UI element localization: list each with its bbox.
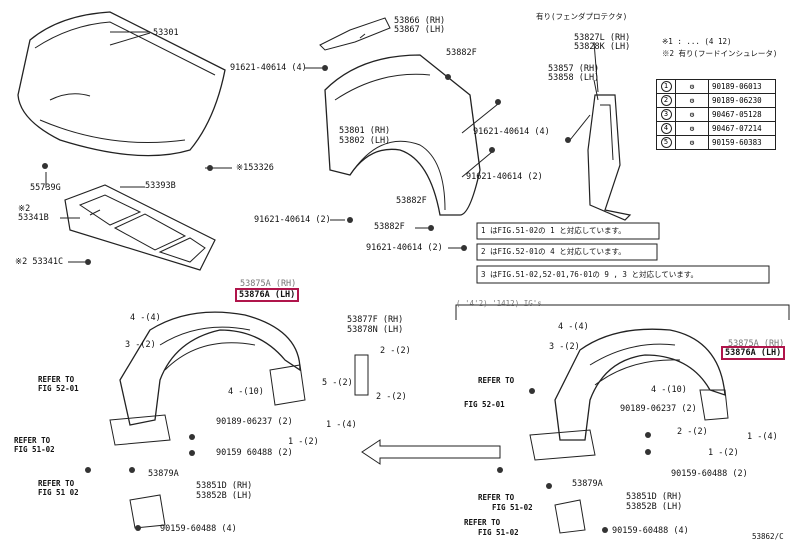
right-seal: 53879A: [572, 479, 603, 489]
callout-2-a: 2 -(2): [380, 346, 411, 356]
refer-c: REFER TO: [38, 479, 75, 488]
part-insulator-clip: ※2 53341C: [15, 257, 64, 267]
shield-lh: 53852B (LH): [196, 491, 253, 501]
part-fender-lh: 53802 (LH): [339, 136, 391, 146]
part-protector-rh: 53827L (RH): [574, 33, 631, 43]
clip-icon: ⚙: [689, 110, 695, 119]
note-2: 2 はFIG.52-01の 4 と対応しています。: [481, 247, 626, 256]
part-liner-rh: 53857 (RH): [548, 64, 600, 74]
callout-2-right: 2 -(2): [677, 427, 708, 437]
legend-part: 90159-60383: [708, 135, 776, 150]
right-fig-a[interactable]: FIG 52-01: [464, 400, 505, 409]
callout-3-left: 3 -(2): [125, 340, 156, 350]
fig-a[interactable]: FIG 52-01: [38, 384, 79, 393]
right-refer-c: REFER TO: [464, 518, 501, 527]
legend-row: 1 ⚙ 90189-06013: [656, 79, 776, 94]
legend-num: 2: [660, 95, 672, 106]
footer-code: 53862/C: [752, 532, 784, 541]
callout-4-right: 4 -(4): [558, 322, 589, 332]
callout-5-a: 5 -(2): [322, 378, 353, 388]
part-hood-bracket-lh: 53867 (LH): [394, 25, 446, 35]
part-cushion: 55739G: [30, 183, 61, 193]
right-screw-a: 90189-06237 (2): [620, 404, 697, 414]
seal-a: 53879A: [148, 469, 179, 479]
clip-icon: ⚙: [689, 82, 695, 91]
callout-4-mid: 4 -(10): [228, 387, 264, 397]
part-hood-insulator-part: 53393B: [145, 181, 176, 191]
legend-num: 1: [660, 81, 672, 92]
right-refer-b: REFER TO: [478, 493, 515, 502]
right-refer-a: REFER TO: [478, 376, 515, 385]
refer-b: REFER TO: [14, 436, 51, 445]
screw-b: 90159 60488 (2): [216, 448, 293, 458]
screw-c: 90159-60488 (4): [160, 524, 237, 534]
legend-num: 5: [660, 137, 672, 148]
right-fig-b[interactable]: FIG 51-02: [492, 503, 533, 512]
part-hood: 53301: [153, 28, 179, 38]
callout-4-mid-right: 4 -(10): [651, 385, 687, 395]
part-bolt-low: 91621-40614 (2): [466, 172, 543, 182]
part-liner-lh: 53858 (LH): [548, 73, 600, 83]
callout-3-right: 3 -(2): [549, 342, 580, 352]
fig-c[interactable]: FIG 51 02: [38, 488, 79, 497]
legend-row: 3 ⚙ 90467-05128: [656, 107, 776, 122]
protector-note: 有り(フェンダプロテクタ): [536, 12, 628, 21]
legend-part: 90189-06230: [708, 93, 776, 108]
fig-b[interactable]: FIG 51-02: [14, 445, 55, 454]
right-liner-lh-highlight[interactable]: 53876A (LH): [721, 346, 786, 360]
part-bolt-far: 91621-40614 (2): [366, 243, 443, 253]
right-header: ( '4'2) '1412) IG's: [456, 299, 542, 308]
callout-2-b: 2 -(2): [376, 392, 407, 402]
right-liner-rh: 53875A (RH): [728, 339, 785, 349]
part-clip-ref: ※153326: [236, 163, 274, 173]
part-insulator: 53341B: [18, 213, 49, 223]
legend-note-2: ※2 有り(フードインシュレータ): [662, 49, 778, 58]
part-liner-left-rh: 53875A (RH): [240, 279, 297, 289]
refer-a: REFER TO: [38, 375, 75, 384]
legend-part: 90189-06013: [708, 79, 776, 94]
legend-part: 90467-07214: [708, 121, 776, 136]
part-fender-rh: 53801 (RH): [339, 126, 391, 136]
legend-row: 5 ⚙ 90159-60383: [656, 135, 776, 150]
legend-part: 90467-05128: [708, 107, 776, 122]
legend-row: 2 ⚙ 90189-06230: [656, 93, 776, 108]
right-shield-lh: 53852B (LH): [626, 502, 683, 512]
insulator-note: ※2: [18, 204, 31, 214]
part-hood-bracket-rh: 53866 (RH): [394, 16, 446, 26]
legend-num: 4: [660, 123, 672, 134]
legend-note-1: ※1 : ... (4 12): [662, 37, 732, 46]
part-seal-bottom: 53882F: [374, 222, 405, 232]
callout-4-left: 4 -(4): [130, 313, 161, 323]
note-3: 3 はFIG.51-02,52-01,76-01の 9 , 3 と対応しています…: [481, 270, 698, 279]
legend-row: 4 ⚙ 90467-07214: [656, 121, 776, 136]
part-bolt-mid: 91621-40614 (4): [473, 127, 550, 137]
screw-icon: ⚙: [689, 138, 695, 147]
note-1: 1 はFIG.51-02の 1 と対応しています。: [481, 226, 626, 235]
screw-a: 90189-06237 (2): [216, 417, 293, 427]
callout-1-b: 1 -(2): [288, 437, 319, 447]
part-splash-rh: 53877F (RH): [347, 315, 404, 325]
part-liner-left-lh-highlight[interactable]: 53876A (LH): [235, 288, 300, 302]
callout-1-right-2: 1 -(2): [708, 448, 739, 458]
callout-1-left: 1 -(4): [326, 420, 357, 430]
right-screw-b: 90159-60488 (2): [671, 469, 748, 479]
clip-icon: ⚙: [689, 124, 695, 133]
fastener-legend: 1 ⚙ 90189-06013 2 ⚙ 90189-06230 3 ⚙ 9046…: [656, 79, 776, 150]
part-fender-seal-top: 53882F: [446, 48, 477, 58]
right-shield-rh: 53851D (RH): [626, 492, 683, 502]
part-bolt-bottom: 91621-40614 (2): [254, 215, 331, 225]
right-fig-c[interactable]: FIG 51-02: [478, 528, 519, 537]
right-screw-c: 90159-60488 (4): [612, 526, 689, 536]
shield-rh: 53851D (RH): [196, 481, 253, 491]
part-clip-top: 91621-40614 (4): [230, 63, 307, 73]
legend-num: 3: [660, 109, 672, 120]
part-protector-lh: 53828K (LH): [574, 42, 631, 52]
part-splash-lh: 53878N (LH): [347, 325, 404, 335]
clip-icon: ⚙: [689, 96, 695, 105]
part-fender-seal-low: 53882F: [396, 196, 427, 206]
callout-1-right: 1 -(4): [747, 432, 778, 442]
